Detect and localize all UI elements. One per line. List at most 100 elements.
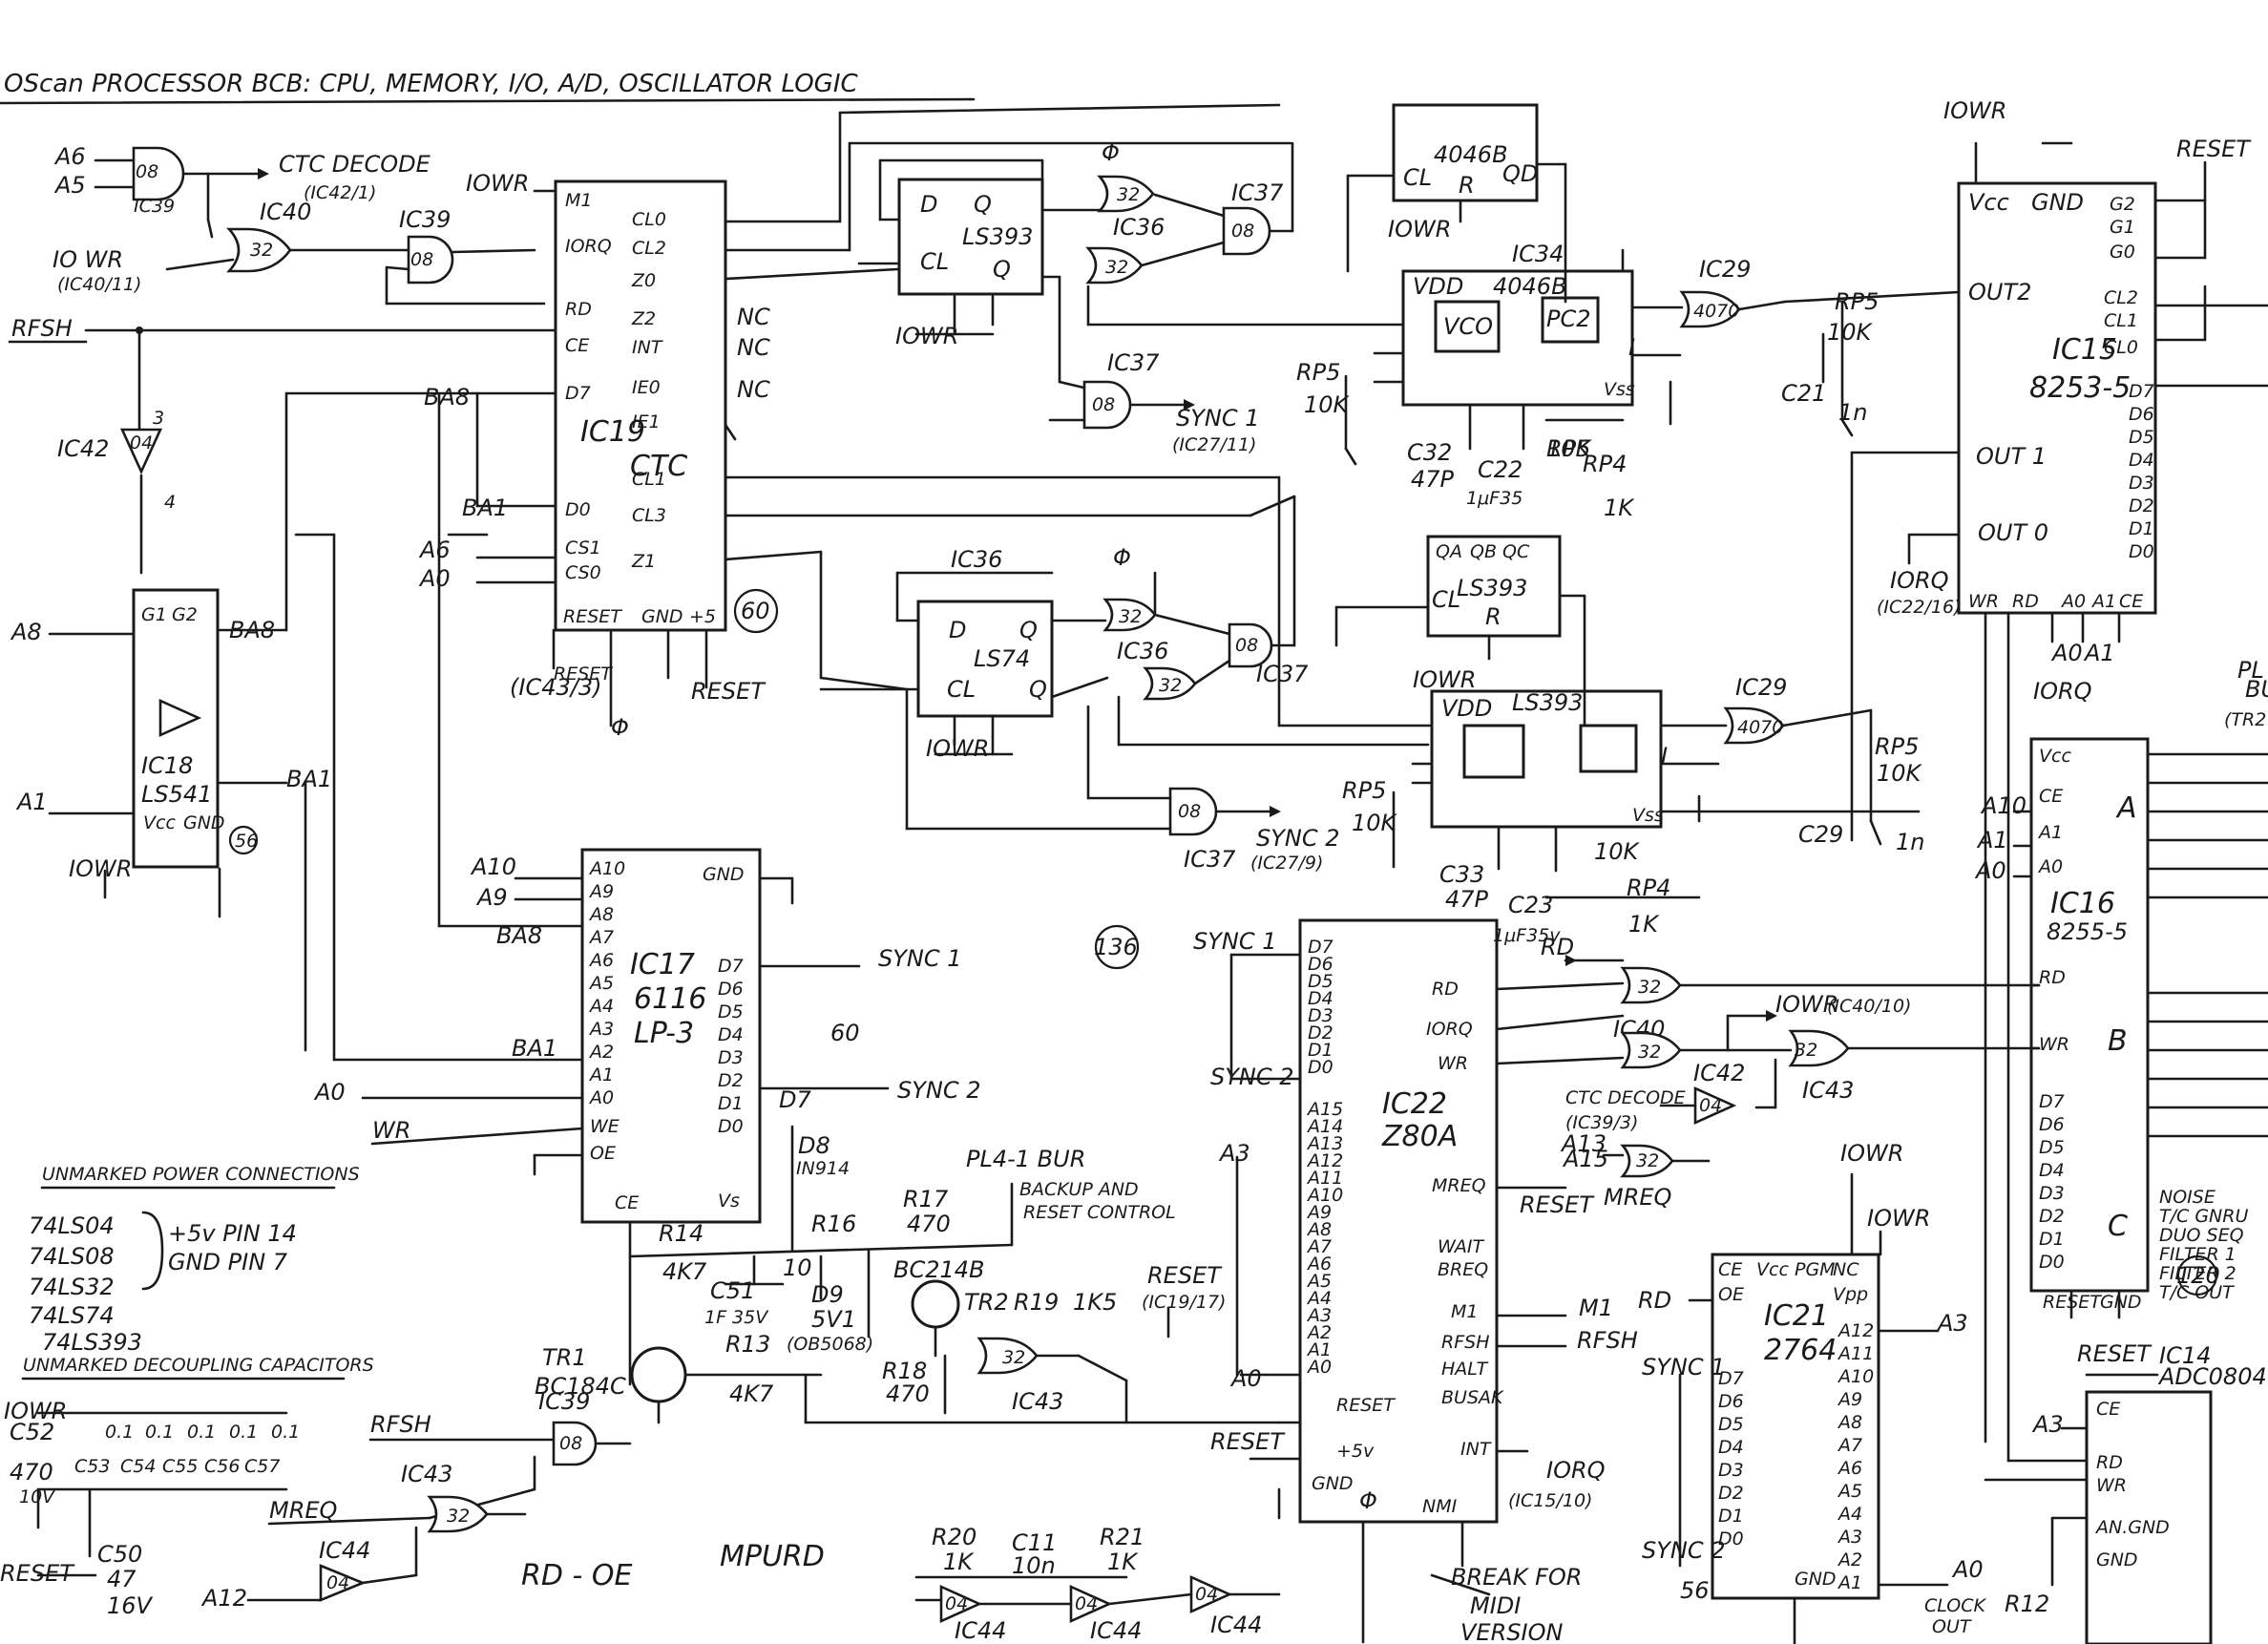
svg-text:10K: 10K: [1546, 435, 1593, 462]
svg-text:Φ: Φ: [611, 714, 629, 741]
svg-text:C33: C33: [1439, 861, 1484, 888]
svg-text:A15: A15: [1562, 1146, 1608, 1172]
svg-text:Q: Q: [1029, 676, 1047, 703]
svg-text:04: 04: [1195, 1584, 1218, 1605]
svg-text:VERSION: VERSION: [1460, 1619, 1563, 1644]
svg-text:08: 08: [559, 1433, 582, 1454]
svg-text:TR1: TR1: [542, 1344, 587, 1371]
svg-text:+5v: +5v: [1336, 1441, 1375, 1462]
svg-text:WR: WR: [2039, 1034, 2069, 1055]
svg-text:VCO: VCO: [1443, 313, 1493, 340]
svg-text:IC37: IC37: [1231, 179, 1284, 206]
svg-text:A5: A5: [588, 973, 614, 994]
svg-text:A8: A8: [588, 904, 614, 925]
svg-text:GND: GND: [183, 812, 225, 833]
svg-text:120: 120: [2176, 1262, 2220, 1289]
gate-ic43-wr: 32 IC43: [1754, 1029, 2041, 1109]
svg-text:4046B: 4046B: [1434, 141, 1508, 168]
svg-text:C22: C22: [1478, 456, 1522, 483]
svg-text:CLOCK: CLOCK: [1924, 1595, 1986, 1616]
svg-text:2764: 2764: [1764, 1334, 1837, 1367]
svg-text:Φ: Φ: [1102, 139, 1120, 166]
ic22-z80a: IC22 Z80A D7 D6 D5 D4 D3 D2 D1 D0 A15 A1…: [1094, 918, 1671, 1644]
svg-text:CL1: CL1: [2104, 310, 2138, 331]
svg-text:RESET: RESET: [563, 606, 622, 627]
svg-text:(IC42/1): (IC42/1): [304, 182, 376, 203]
svg-text:(IC19/17): (IC19/17): [1142, 1292, 1226, 1313]
svg-text:A0: A0: [2037, 856, 2063, 877]
svg-text:D8: D8: [798, 1132, 830, 1159]
gate-ic40-rd: 32 IC40: [1564, 955, 2041, 1043]
svg-text:R20: R20: [932, 1524, 976, 1550]
svg-text:D5: D5: [2129, 427, 2154, 448]
svg-text:Vcc: Vcc: [1968, 189, 2009, 216]
svg-text:A3: A3: [1936, 1310, 1968, 1337]
gate-ic40-iowr: 32 IOWR (IC40/10): [1620, 991, 1911, 1069]
svg-text:RFSH: RFSH: [370, 1411, 431, 1438]
svg-text:D2: D2: [2129, 495, 2154, 516]
svg-text:60: 60: [830, 1020, 860, 1046]
svg-text:AN.GND: AN.GND: [2094, 1517, 2170, 1538]
svg-text:QC: QC: [1502, 541, 1530, 562]
svg-text:TR2: TR2: [964, 1289, 1009, 1316]
svg-text:Vpp: Vpp: [1833, 1284, 1868, 1305]
svg-text:R16: R16: [811, 1211, 856, 1237]
svg-text:A0: A0: [1306, 1357, 1332, 1378]
svg-text:D7: D7: [1718, 1368, 1744, 1389]
gate-ic39-b: 08 IC39: [385, 206, 546, 306]
svg-text:74LS32: 74LS32: [29, 1274, 115, 1300]
svg-text:A15: A15: [1306, 1099, 1343, 1120]
svg-text:CL: CL: [920, 248, 949, 275]
svg-text:A4: A4: [588, 996, 614, 1017]
svg-text:RP5: RP5: [1296, 359, 1340, 386]
gate-ic39-a6-a5: A6 A5 08 IC39 CTC DECODE (IC42/1): [53, 143, 431, 239]
svg-text:G1: G1: [2110, 217, 2135, 238]
svg-text:1μF35: 1μF35: [1466, 488, 1522, 509]
svg-text:Vcc: Vcc: [143, 812, 176, 833]
svg-text:(IC27/11): (IC27/11): [1172, 434, 1256, 455]
svg-text:IC44: IC44: [1210, 1612, 1262, 1638]
svg-text:Vcc: Vcc: [1756, 1259, 1789, 1280]
gate-ic36-lower2: 32: [1117, 659, 1430, 747]
svg-text:47: 47: [107, 1566, 136, 1592]
svg-text:IORQ: IORQ: [1426, 1019, 1473, 1040]
svg-text:BA8: BA8: [424, 384, 470, 411]
svg-text:UNMARKED DECOUPLING CAPACITORS: UNMARKED DECOUPLING CAPACITORS: [23, 1355, 374, 1376]
svg-text:D2: D2: [718, 1070, 744, 1091]
svg-text:A1: A1: [2083, 640, 2115, 666]
svg-text:GND: GND: [2100, 1292, 2142, 1313]
svg-text:C52: C52: [10, 1419, 54, 1445]
svg-text:MREQ: MREQ: [1604, 1184, 1671, 1211]
svg-text:(TR2 emitter): (TR2 emitter): [2224, 709, 2268, 730]
svg-text:A3: A3: [1837, 1527, 1862, 1548]
svg-text:IC29: IC29: [1735, 674, 1787, 701]
svg-text:A9: A9: [1837, 1389, 1862, 1410]
svg-text:A0: A0: [2050, 640, 2083, 666]
svg-text:56: 56: [235, 831, 258, 852]
svg-text:IC43: IC43: [1012, 1388, 1063, 1415]
svg-text:IORQ: IORQ: [1890, 567, 1949, 594]
svg-text:10K: 10K: [1352, 810, 1398, 836]
svg-text:SYNC 1: SYNC 1: [878, 945, 962, 972]
svg-text:IC39: IC39: [538, 1388, 590, 1415]
svg-text:IC37: IC37: [1107, 349, 1160, 376]
gate-ic32-a13: A15 32: [1562, 1144, 1711, 1178]
svg-text:HALT: HALT: [1441, 1359, 1489, 1380]
svg-text:R18: R18: [882, 1358, 927, 1384]
svg-text:IC36: IC36: [1113, 214, 1165, 241]
svg-text:IO WR: IO WR: [52, 246, 123, 273]
svg-text:4070: 4070: [1737, 717, 1783, 738]
ic21-2764: IC21 2764 CE OE D7 D6 D5 D4 D3 D2 D1 D0 …: [1638, 1140, 1986, 1644]
svg-text:SYNC 2: SYNC 2: [1642, 1537, 1726, 1564]
svg-text:IOWR: IOWR: [1840, 1140, 1903, 1167]
svg-text:IC39: IC39: [134, 196, 175, 217]
svg-text:R12: R12: [2005, 1591, 2049, 1617]
svg-text:A3: A3: [1218, 1140, 1250, 1167]
svg-text:Q: Q: [974, 191, 992, 218]
svg-text:470: 470: [10, 1459, 53, 1486]
svg-text:470: 470: [886, 1381, 930, 1407]
gate-ic37-lower: 08 IC37: [1228, 495, 1309, 687]
svg-text:D2: D2: [1718, 1483, 1744, 1504]
svg-text:BA1: BA1: [512, 1035, 557, 1062]
